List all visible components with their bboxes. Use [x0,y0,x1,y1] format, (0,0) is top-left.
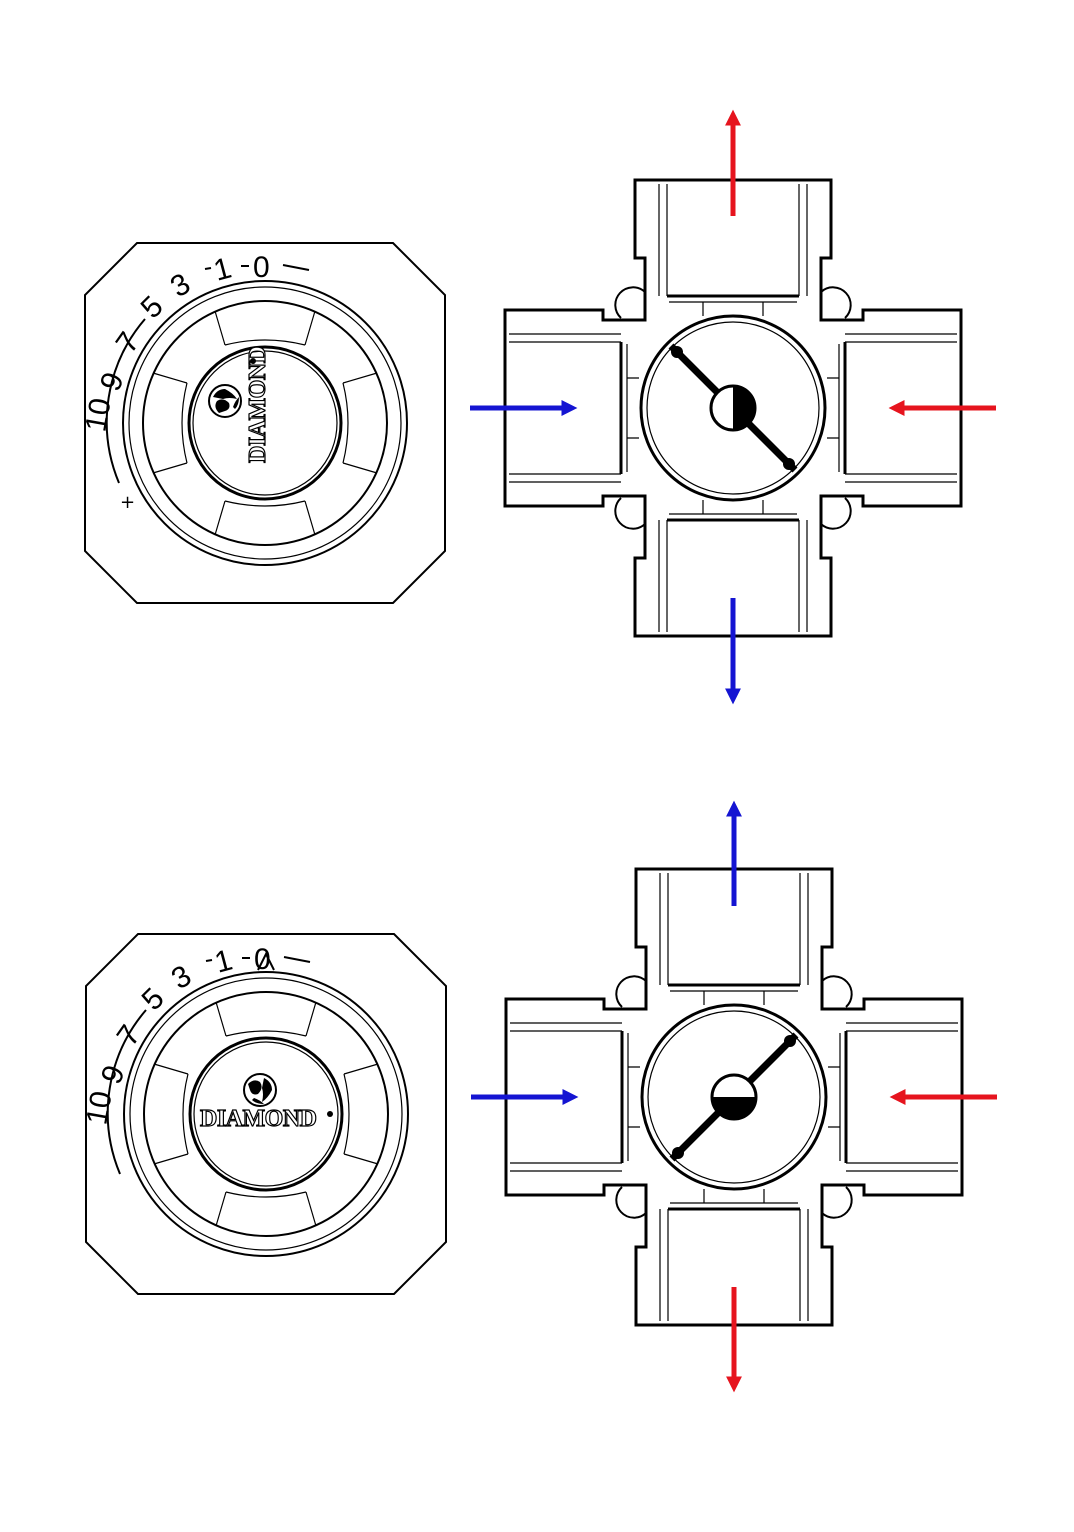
knob-pointer [257,951,275,971]
diagram-top: 10 9 7 5 3 1 0 + DIAMOND [79,109,996,705]
brand-text: DIAMOND [245,346,271,463]
valve-body-top [503,178,963,638]
scale-label-1: 1 [210,252,235,288]
scale-label-3: 3 [165,267,196,304]
scale-label-9: 9 [94,368,131,396]
knob-scale-top: 10 9 7 5 3 1 0 + [79,251,310,513]
scale-label-10: 10 [80,1089,118,1128]
scale-label-3: 3 [166,959,197,996]
brand-text: DIAMOND [200,1106,317,1132]
scale-label-0: 0 [254,943,271,976]
scale-label-9: 9 [95,1061,132,1089]
brand-logo-top: DIAMOND [208,346,272,464]
brand-logo-bottom: DIAMOND [199,1073,333,1133]
diverter-plate-top [668,343,798,473]
valve-body-bottom [504,867,964,1327]
temperature-knob-bottom: 10 9 7 5 3 1 0 DIAMOND [80,932,448,1296]
scale-label-1: 1 [211,944,236,980]
temperature-knob-top: 10 9 7 5 3 1 0 + DIAMOND [79,241,447,605]
plus-mark: + [120,492,135,513]
scale-label-5: 5 [136,982,171,1017]
diagram-bottom: 10 9 7 5 3 1 0 DIAMOND [80,800,997,1393]
diverter-plate-bottom [669,1032,799,1162]
scale-label-10: 10 [79,396,117,435]
scale-label-0: 0 [253,251,270,284]
scale-label-5: 5 [135,290,170,325]
